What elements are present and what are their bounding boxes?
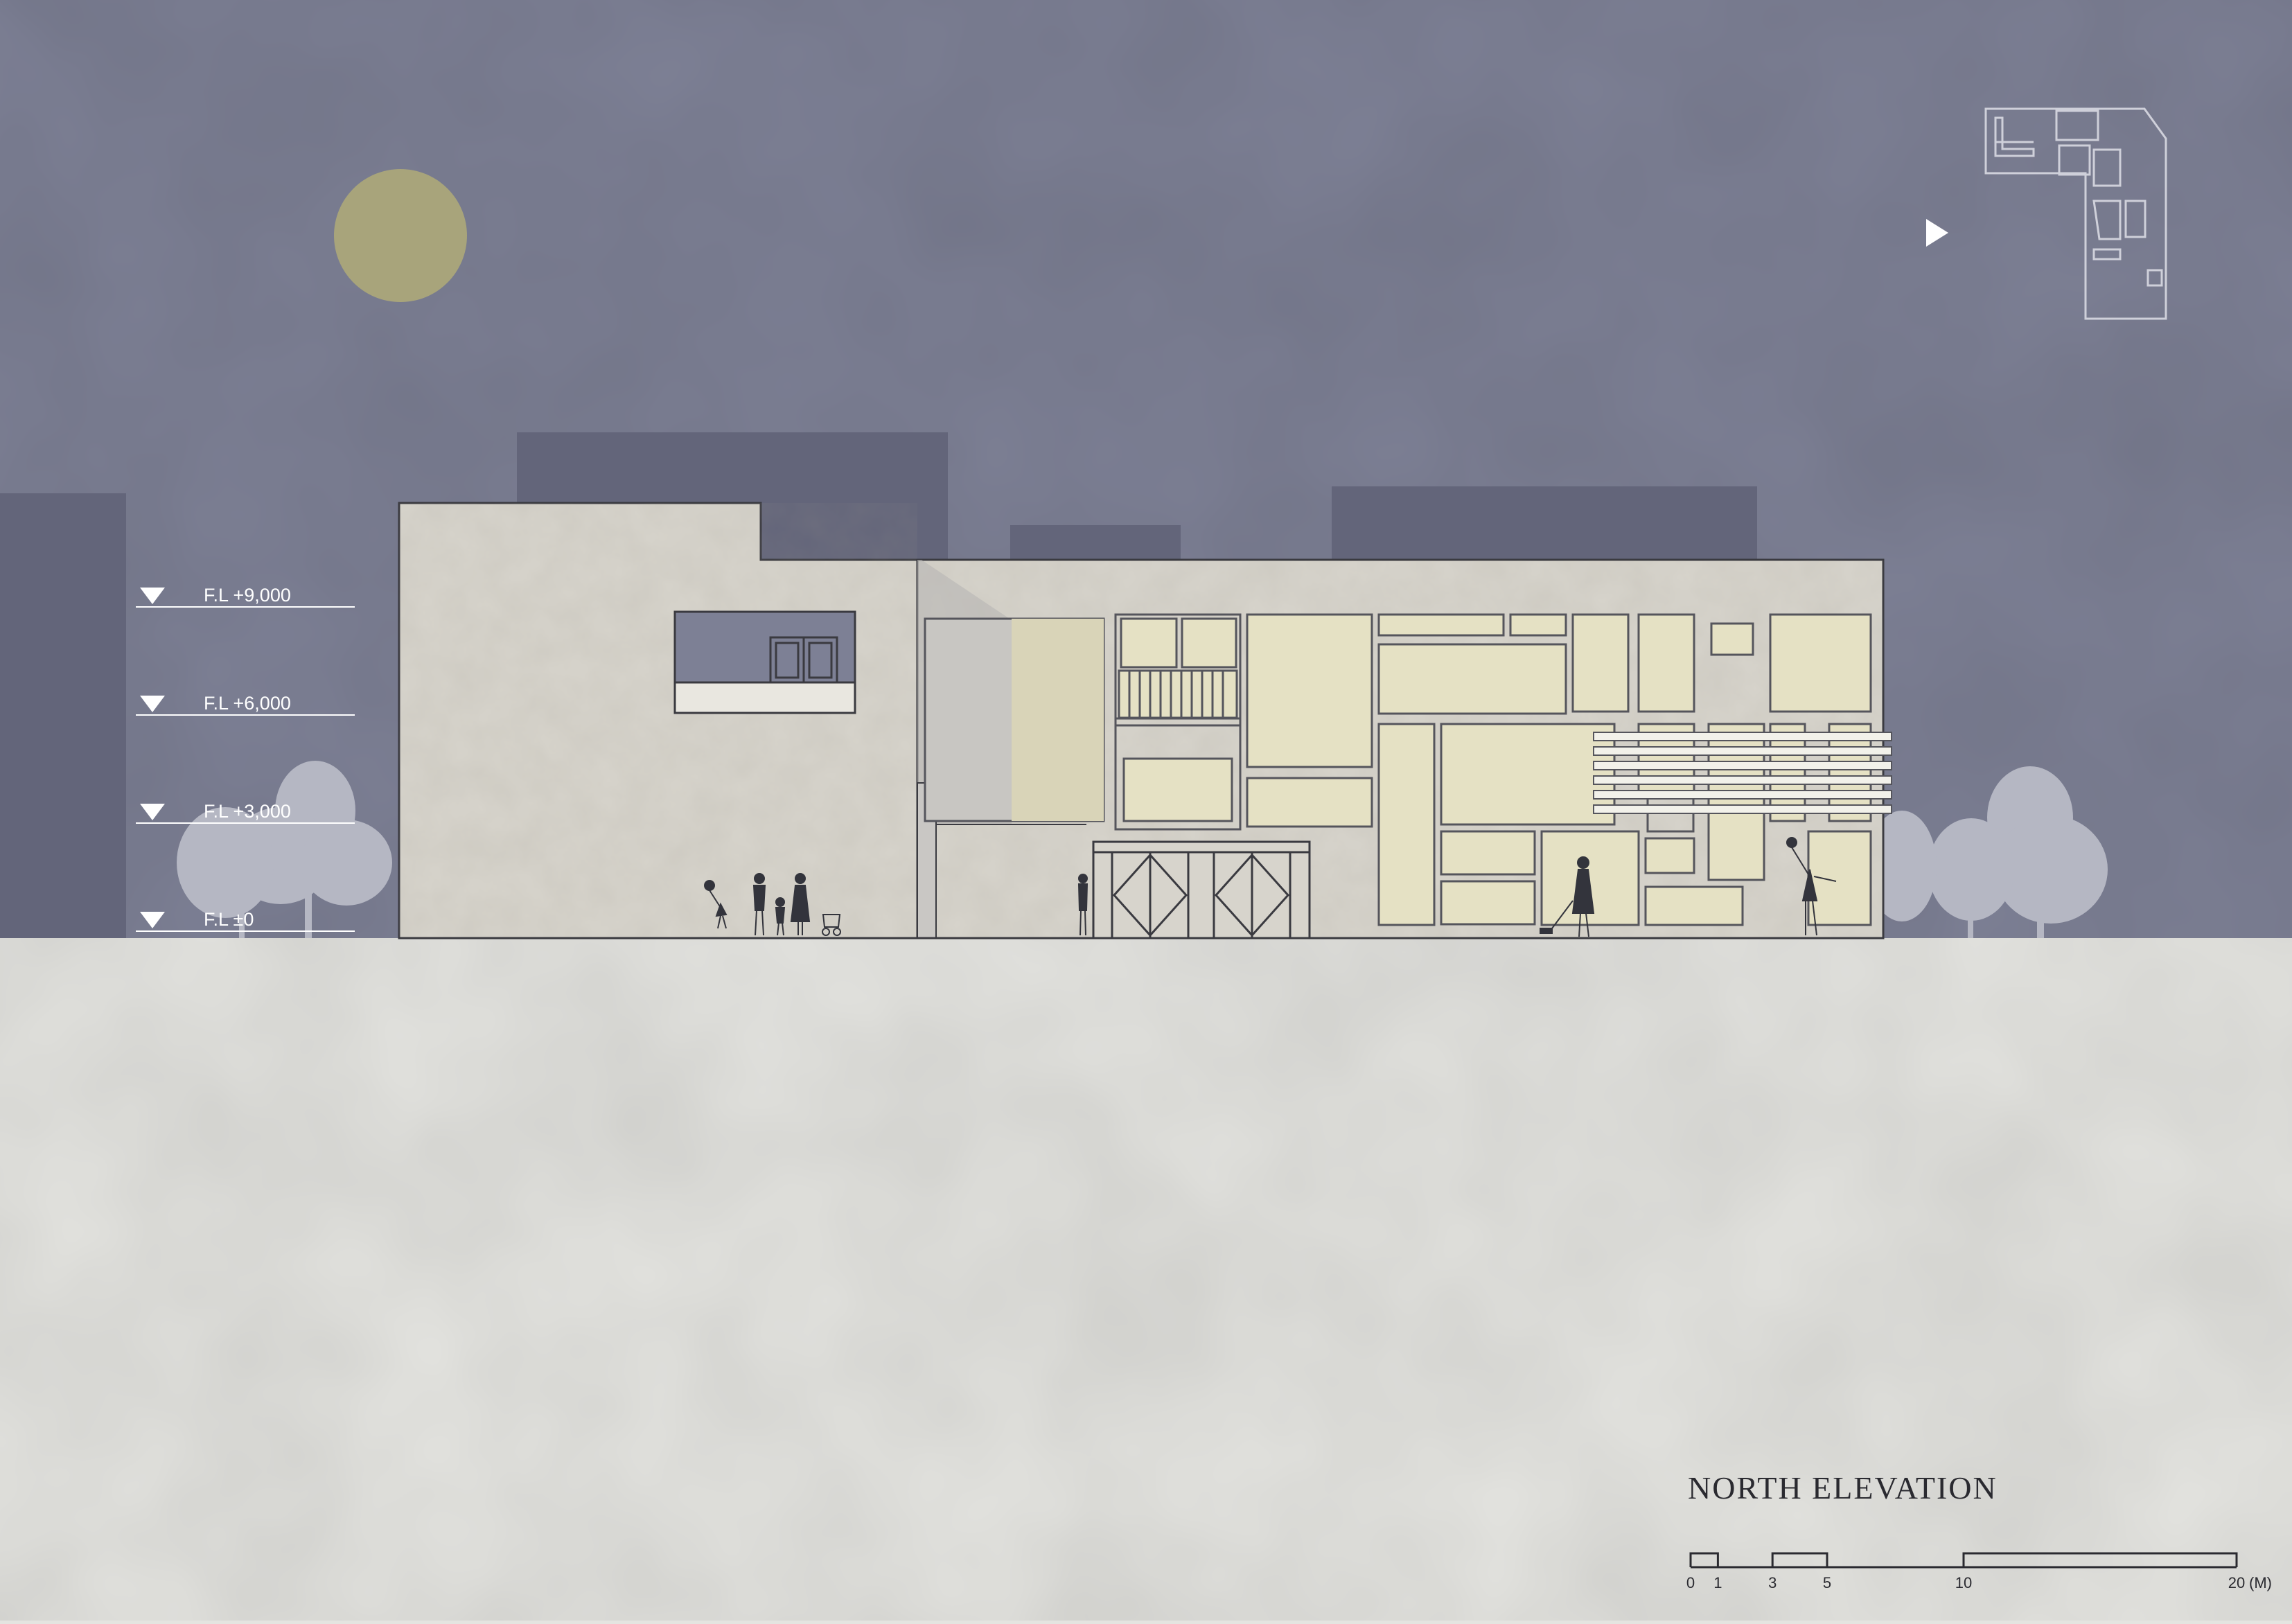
level-triangle-icon [140, 696, 165, 712]
scale-bar-tick-label: 5 [1823, 1574, 1831, 1591]
horizontal-louvers [1593, 732, 1892, 814]
level-marker: F.L +9,000 [136, 585, 355, 608]
play-triangle-icon [1926, 219, 1948, 247]
scale-bar-tick-label: 10 [1955, 1574, 1972, 1591]
level-label: F.L +9,000 [204, 585, 291, 606]
scale-bar-tick-label: 0 [1686, 1574, 1695, 1591]
level-triangle-icon [140, 588, 165, 604]
scale-bar-segment [1771, 1552, 1828, 1567]
scale-bar-tick-label: 3 [1768, 1574, 1777, 1591]
people-silhouettes [704, 837, 1837, 937]
level-label: F.L ±0 [204, 909, 254, 930]
level-marker: F.L ±0 [136, 909, 355, 932]
left-tower [398, 502, 919, 939]
level-label: F.L +3,000 [204, 801, 291, 822]
scale-bar-tick-label: 1 [1713, 1574, 1722, 1591]
level-label: F.L +6,000 [204, 693, 291, 714]
level-marker: F.L +3,000 [136, 801, 355, 824]
balcony-window [673, 610, 856, 714]
key-plan [1984, 107, 2167, 320]
scale-bar-segment [1962, 1552, 2238, 1567]
balcony-railing [1118, 669, 1238, 719]
level-triangle-icon [140, 804, 165, 820]
ground-texture [0, 938, 2292, 1621]
drawing-title: NORTH ELEVATION [1688, 1470, 1998, 1506]
scale-bar: 0 1 3 5 10 20(M) [1686, 1552, 2272, 1591]
level-triangle-icon [140, 912, 165, 928]
scale-bar-unit: (M) [2249, 1574, 2272, 1591]
moon [334, 169, 467, 302]
scale-bar-segment [1689, 1552, 1719, 1567]
trees [177, 761, 2108, 938]
level-marker: F.L +6,000 [136, 693, 355, 716]
entrance-doors [1092, 840, 1311, 939]
scale-bar-tick-label: 20 [2228, 1574, 2245, 1591]
